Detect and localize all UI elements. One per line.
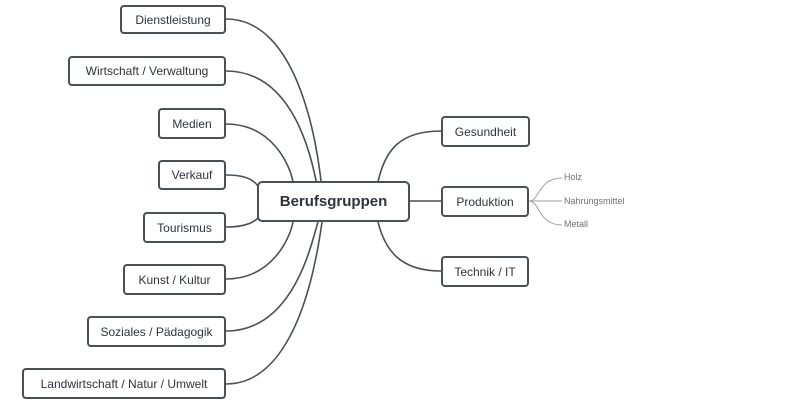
node-tourismus[interactable]: Tourismus (143, 212, 226, 243)
node-technik-it[interactable]: Technik / IT (441, 256, 529, 287)
node-gesundheit[interactable]: Gesundheit (441, 116, 530, 147)
node-produktion[interactable]: Produktion (441, 186, 529, 217)
connector-technik (377, 221, 442, 272)
connector-holz (528, 177, 563, 202)
leaf-nahrungsmittel[interactable]: Nahrungsmittel (564, 196, 625, 206)
connector-tourismus (225, 217, 259, 228)
connector-kunst (225, 221, 294, 280)
node-soziales-paedagogik[interactable]: Soziales / Pädagogik (87, 316, 226, 347)
central-topic-node[interactable]: Berufsgruppen (257, 181, 410, 222)
connector-wirtschaft (225, 70, 319, 191)
node-dienstleistung[interactable]: Dienstleistung (120, 5, 226, 34)
connector-metall (528, 200, 563, 226)
connector-gesundheit (377, 130, 442, 183)
node-verkauf[interactable]: Verkauf (158, 160, 226, 190)
node-wirtschaft-verwaltung[interactable]: Wirtschaft / Verwaltung (68, 56, 226, 86)
node-medien[interactable]: Medien (158, 108, 226, 139)
connector-dienstleistung (225, 18, 323, 191)
node-kunst-kultur[interactable]: Kunst / Kultur (123, 264, 226, 295)
leaf-holz[interactable]: Holz (564, 172, 583, 182)
connector-verkauf (225, 174, 259, 187)
connector-soziales (225, 221, 319, 332)
leaf-metall[interactable]: Metall (564, 219, 589, 229)
connector-medien (225, 123, 294, 183)
node-landwirtschaft-natur-umwelt[interactable]: Landwirtschaft / Natur / Umwelt (22, 368, 226, 399)
connector-landwirtschaft (225, 221, 323, 385)
